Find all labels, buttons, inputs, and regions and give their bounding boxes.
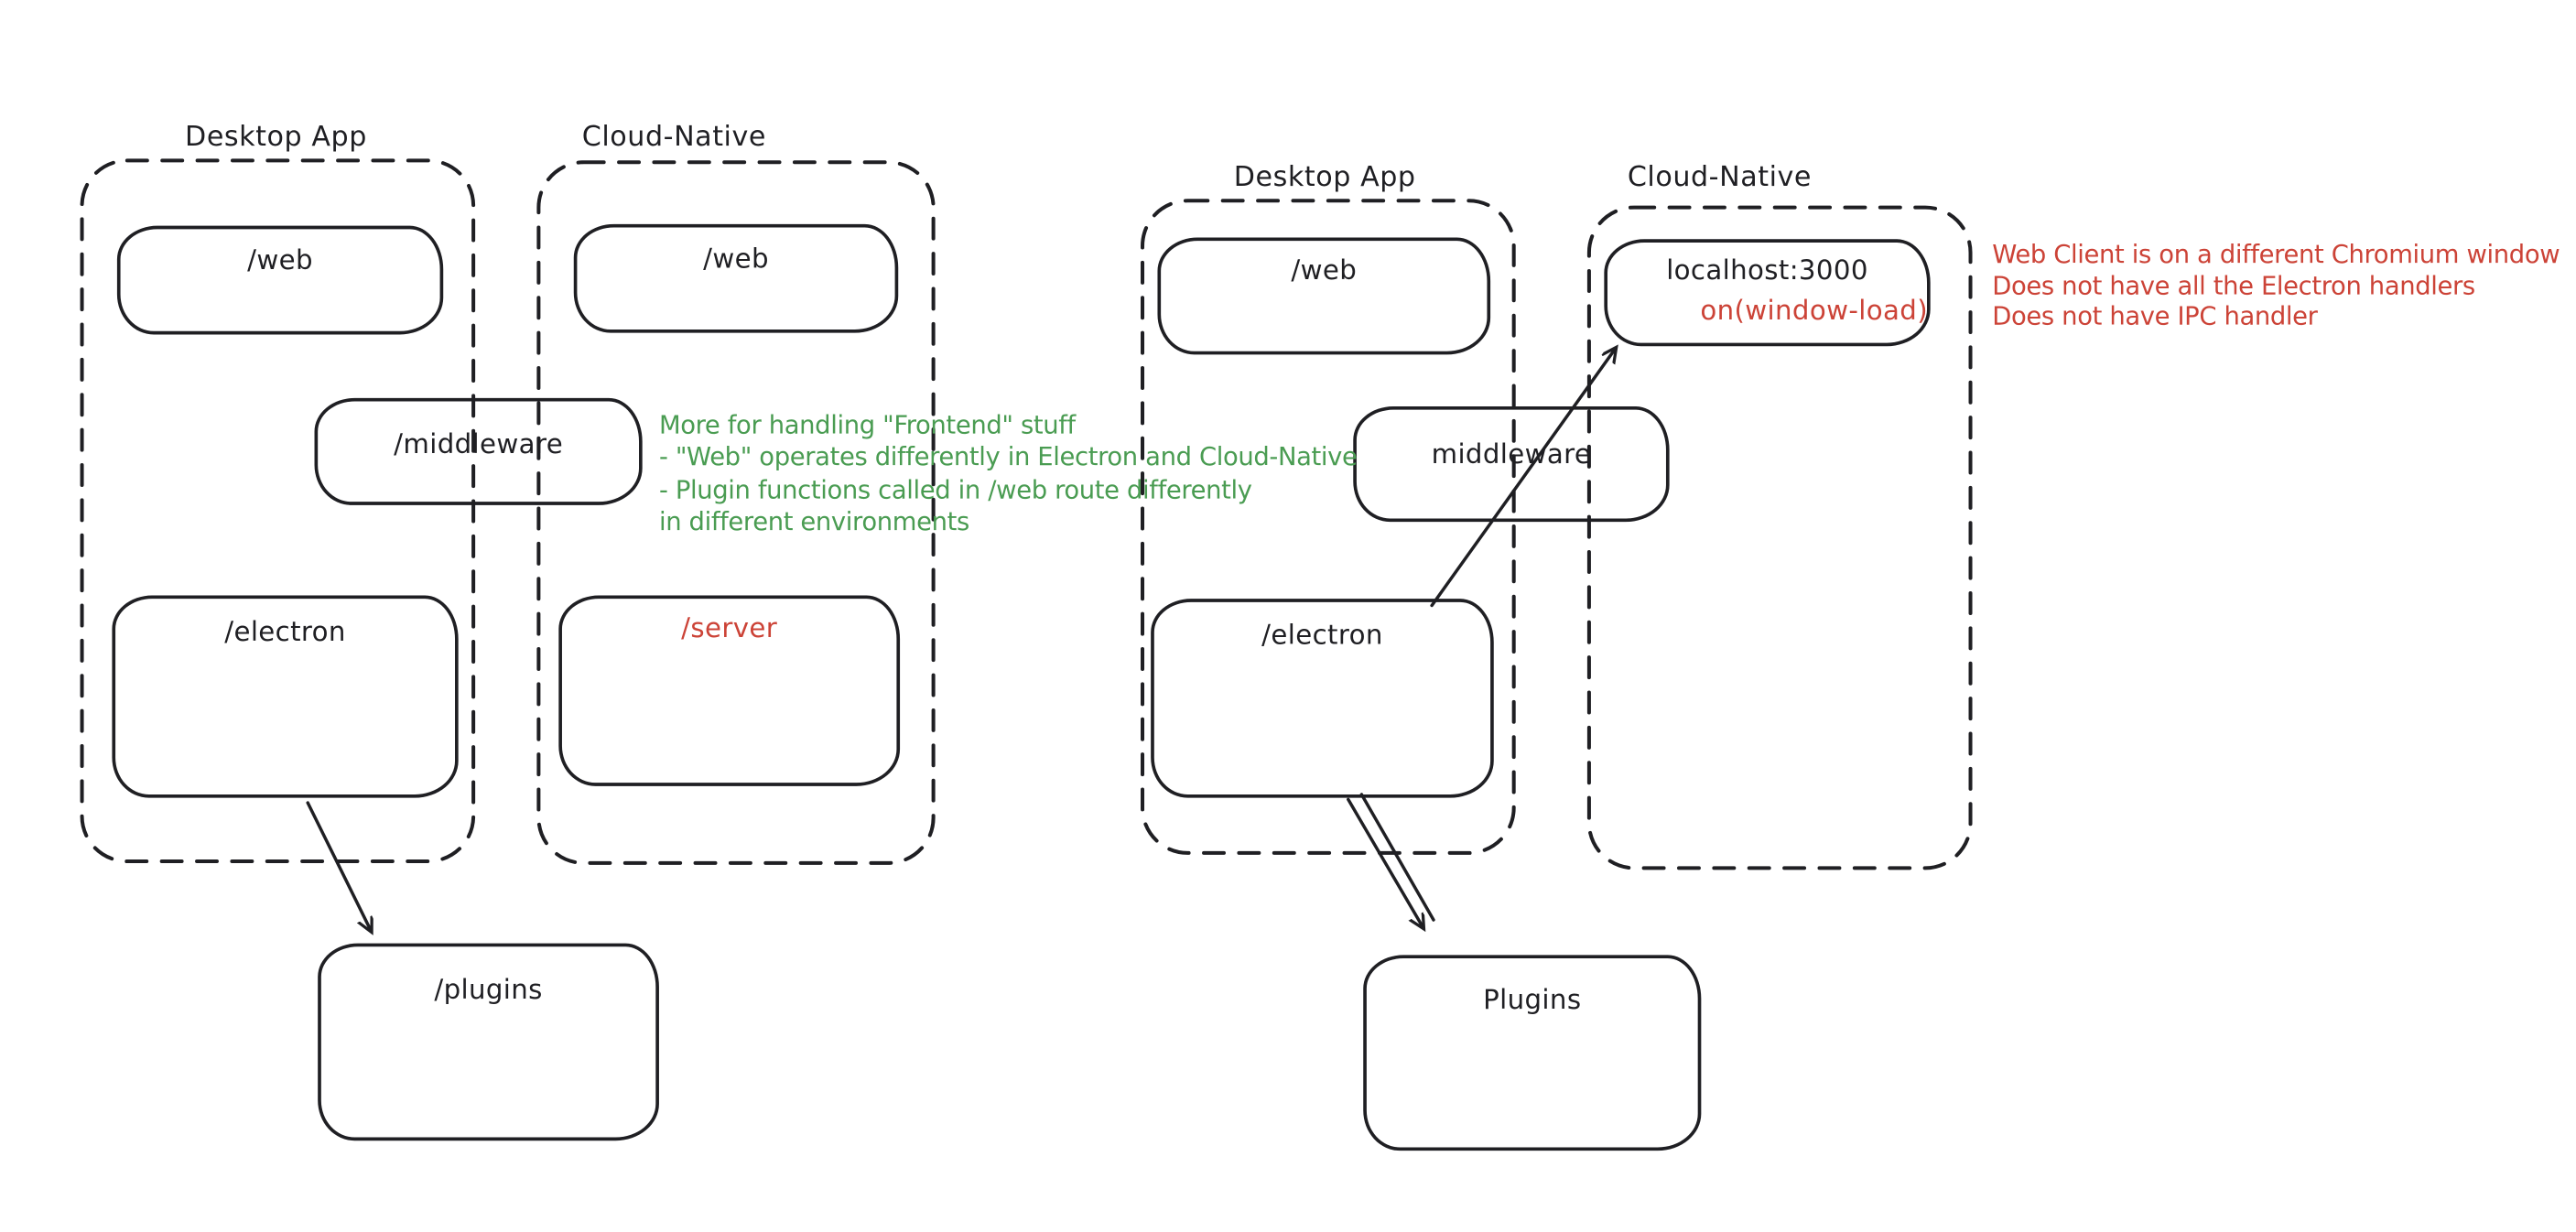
right-plugins-label: Plugins — [1483, 983, 1582, 1016]
right-localhost-label: localhost:3000 — [1666, 254, 1868, 286]
left-server-label: /server — [681, 611, 778, 644]
right-electron-box: /electron — [1151, 599, 1494, 798]
green-annotation-line2: - "Web" operates differently in Electron… — [658, 441, 1358, 472]
green-annotation-line4: in different environments — [658, 506, 969, 537]
left-cloud-native-container — [536, 160, 936, 865]
green-annotation-line1: More for handling "Frontend" stuff — [658, 409, 1076, 440]
left-electron-box: /electron — [112, 595, 459, 798]
left-web-desktop-label: /web — [247, 243, 313, 276]
left-plugins-label: /plugins — [434, 973, 543, 1006]
arrow-electron-to-plugins-left — [306, 801, 371, 932]
left-web-cloud-box: /web — [573, 223, 899, 333]
left-cloud-native-title: Cloud-Native — [581, 120, 766, 153]
arrow-electron-to-plugins-right-stroke2 — [1359, 793, 1435, 922]
arrow-electron-to-plugins-right — [1347, 797, 1423, 928]
right-electron-label: /electron — [1261, 619, 1383, 651]
left-plugins-box: /plugins — [318, 943, 659, 1141]
left-middleware-box: /middleware — [314, 397, 643, 505]
right-web-label: /web — [1291, 254, 1358, 286]
red-annotation: Web Client is on a different Chromium wi… — [1992, 239, 2560, 331]
green-annotation-line3: - Plugin functions called in /web route … — [658, 474, 1252, 505]
left-electron-label: /electron — [224, 615, 346, 648]
right-localhost-event-label: on(window-load) — [1700, 294, 1929, 327]
right-cloud-native-container — [1586, 205, 1973, 870]
left-desktop-app-title: Desktop App — [185, 120, 367, 153]
left-server-box: /server — [558, 595, 901, 786]
right-desktop-app-title: Desktop App — [1233, 160, 1416, 193]
right-middleware-label: middleware — [1431, 438, 1592, 470]
red-annotation-line1: Web Client is on a different Chromium wi… — [1992, 239, 2560, 270]
right-cloud-native-title: Cloud-Native — [1627, 160, 1813, 193]
right-localhost-box: localhost:3000 on(window-load) — [1604, 239, 1931, 347]
left-web-desktop-box: /web — [116, 225, 444, 335]
red-annotation-line3: Does not have IPC handler — [1992, 300, 2318, 331]
right-plugins-box: Plugins — [1363, 955, 1702, 1151]
right-middleware-box: middleware — [1353, 406, 1670, 523]
left-middleware-label: /middleware — [394, 427, 564, 460]
right-web-box: /web — [1157, 237, 1491, 355]
right-desktop-app-container — [1141, 199, 1516, 855]
left-desktop-app-container — [80, 158, 476, 864]
left-web-cloud-label: /web — [703, 242, 769, 275]
red-annotation-line2: Does not have all the Electron handlers — [1992, 270, 2475, 300]
arrow-electron-to-localhost — [1430, 348, 1616, 608]
green-annotation: More for handling "Frontend" stuff - "We… — [659, 410, 1358, 539]
